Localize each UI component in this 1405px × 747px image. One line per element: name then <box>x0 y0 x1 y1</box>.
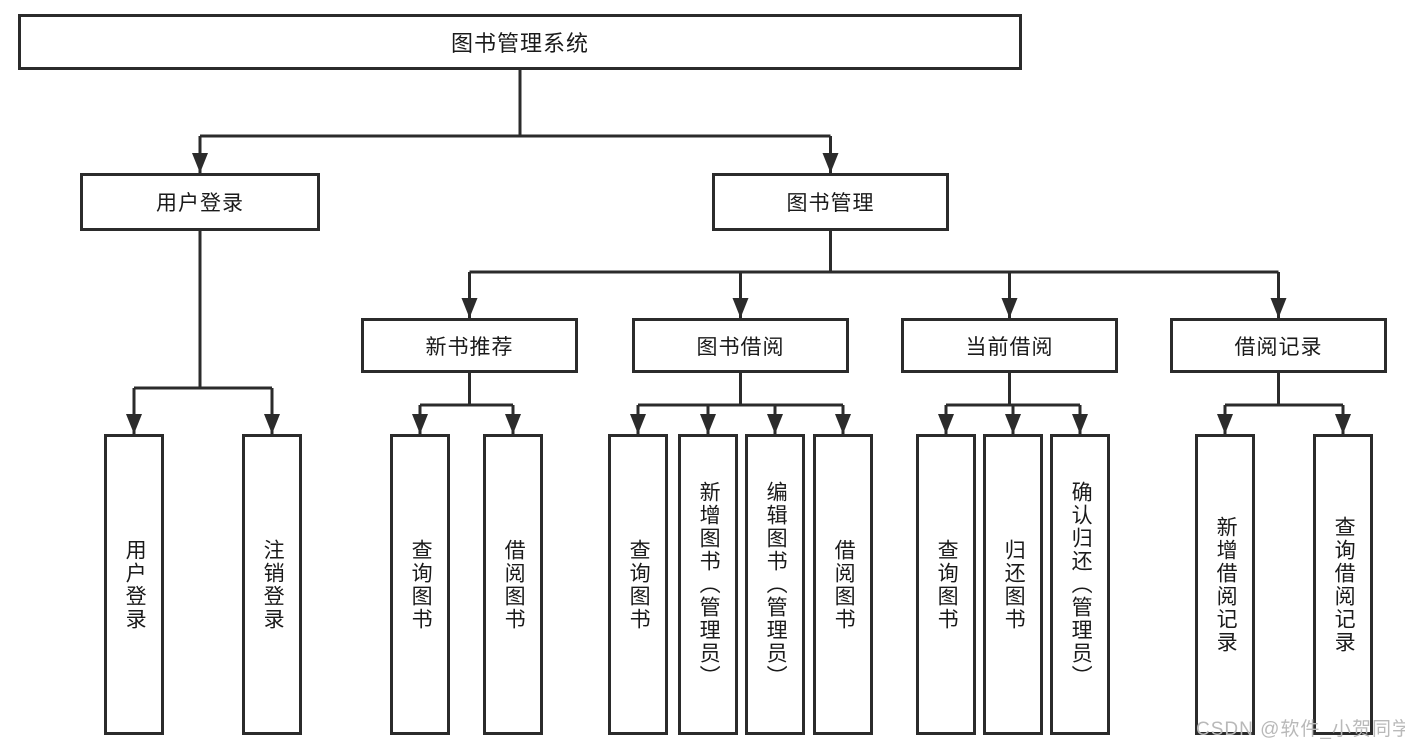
node-label: 借阅图书 <box>832 538 856 631</box>
node-leaf-borrow-edit[interactable]: 编辑图书（管理员） <box>745 434 805 735</box>
node-borrow-record[interactable]: 借阅记录 <box>1170 318 1387 373</box>
node-label: 确认归还（管理员） <box>1069 481 1093 688</box>
node-leaf-cur-query[interactable]: 查询图书 <box>916 434 976 735</box>
node-leaf-user-logout[interactable]: 注销登录 <box>242 434 302 735</box>
node-leaf-borrow-lend[interactable]: 借阅图书 <box>813 434 873 735</box>
node-leaf-user-login[interactable]: 用户登录 <box>104 434 164 735</box>
connector-arrowhead <box>1270 298 1287 318</box>
node-leaf-rec-borrow[interactable]: 借阅图书 <box>483 434 543 735</box>
connector-arrowhead <box>1217 414 1233 434</box>
node-label: 图书借阅 <box>696 335 785 359</box>
connector-arrowhead <box>126 414 142 434</box>
connector-arrowhead <box>192 153 208 173</box>
connector-arrowhead <box>700 414 716 434</box>
node-label: 查询图书 <box>409 538 433 631</box>
node-new-book-rec[interactable]: 新书推荐 <box>361 318 578 373</box>
connector-arrowhead <box>1335 414 1351 434</box>
node-label: 用户登录 <box>156 192 244 215</box>
connector-arrowhead <box>835 414 851 434</box>
node-label: 借阅记录 <box>1234 335 1323 359</box>
node-root[interactable]: 图书管理系统 <box>18 14 1022 70</box>
watermark-label: CSDN @软件_小贺同学 <box>1196 719 1405 740</box>
node-label: 查询图书 <box>935 538 959 631</box>
node-user-login[interactable]: 用户登录 <box>80 173 320 231</box>
node-leaf-rec-add[interactable]: 新增借阅记录 <box>1195 434 1255 735</box>
connector-arrowhead <box>505 414 521 434</box>
connector-arrowhead <box>938 414 954 434</box>
node-label: 新增借阅记录 <box>1214 515 1238 654</box>
connector-arrowhead <box>630 414 646 434</box>
node-label: 当前借阅 <box>965 335 1054 359</box>
node-leaf-borrow-add[interactable]: 新增图书（管理员） <box>678 434 738 735</box>
node-leaf-cur-return[interactable]: 归还图书 <box>983 434 1043 735</box>
node-label: 图书管理系统 <box>450 31 589 56</box>
node-label: 查询图书 <box>627 538 651 631</box>
connector-arrowhead <box>1005 414 1021 434</box>
node-label: 查询借阅记录 <box>1332 515 1356 654</box>
connector-arrowhead <box>264 414 280 434</box>
node-book-borrow[interactable]: 图书借阅 <box>632 318 849 373</box>
node-label: 新书推荐 <box>425 335 514 359</box>
node-leaf-rec-search[interactable]: 查询借阅记录 <box>1313 434 1373 735</box>
node-leaf-rec-query[interactable]: 查询图书 <box>390 434 450 735</box>
node-current-borrow[interactable]: 当前借阅 <box>901 318 1118 373</box>
connector-arrowhead <box>461 298 478 318</box>
connector-arrowhead <box>1072 414 1088 434</box>
connector-arrowhead <box>412 414 428 434</box>
connector-arrowhead <box>767 414 783 434</box>
connector-arrowhead <box>822 153 839 173</box>
node-label: 新增图书（管理员） <box>697 481 721 688</box>
node-leaf-cur-confirm[interactable]: 确认归还（管理员） <box>1050 434 1110 735</box>
node-label: 归还图书 <box>1002 538 1026 631</box>
node-label: 借阅图书 <box>502 538 526 631</box>
connector-arrowhead <box>1001 298 1018 318</box>
node-leaf-borrow-query[interactable]: 查询图书 <box>608 434 668 735</box>
node-label: 编辑图书（管理员） <box>764 481 788 688</box>
node-book-manage[interactable]: 图书管理 <box>712 173 949 231</box>
node-label: 用户登录 <box>123 538 147 631</box>
connector-arrowhead <box>732 298 749 318</box>
node-label: 注销登录 <box>261 538 285 631</box>
node-label: 图书管理 <box>786 192 875 215</box>
